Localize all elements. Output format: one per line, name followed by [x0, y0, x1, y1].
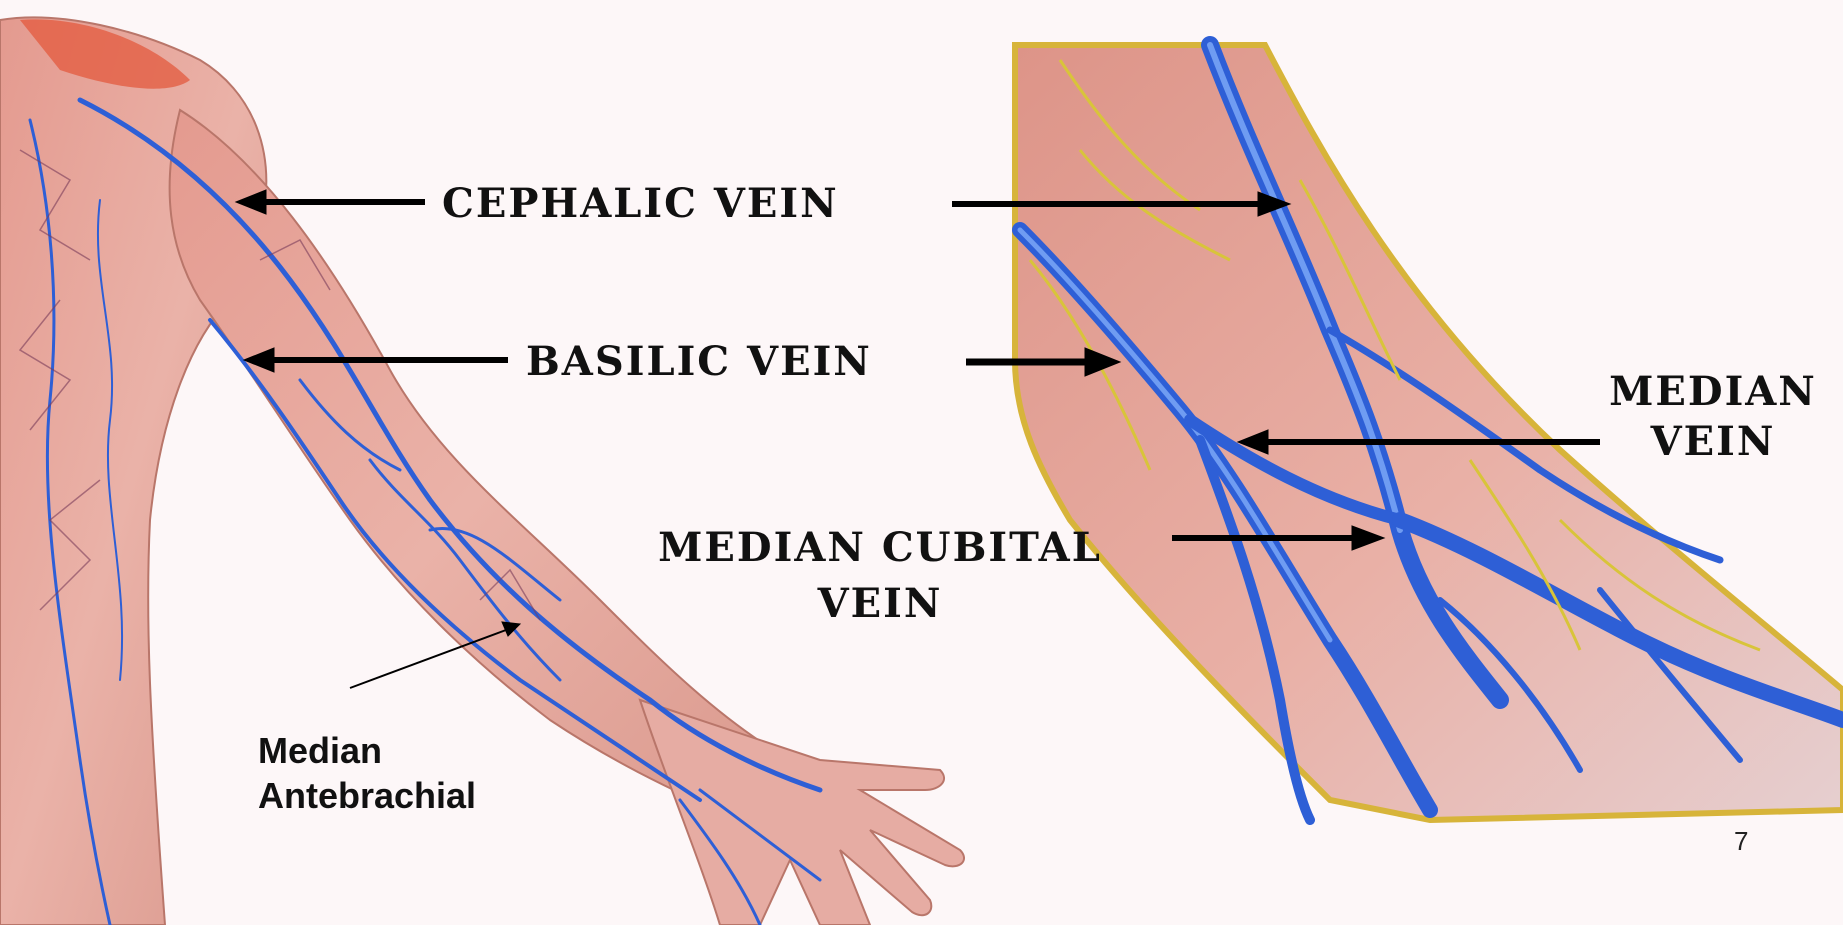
median-cubital-label-line2: VEIN	[600, 584, 1160, 624]
cephalic-vein-label: CEPHALIC VEIN	[442, 184, 839, 224]
full-arm-illustration	[0, 17, 964, 925]
page-number: 7	[1734, 826, 1748, 857]
antebrachial-label-line1: Median	[258, 728, 476, 773]
median-cubital-label-line1: MEDIAN CUBITAL	[600, 528, 1160, 568]
antebrachial-label-line2: Antebrachial	[258, 773, 476, 818]
median-cubital-vein-label: MEDIAN CUBITAL VEIN	[600, 528, 1160, 624]
median-antebrachial-label: Median Antebrachial	[258, 728, 476, 818]
median-vein-label-line1: MEDIAN	[1583, 372, 1843, 412]
basilic-vein-label: BASILIC VEIN	[526, 342, 872, 382]
median-vein-label: MEDIAN VEIN	[1583, 372, 1843, 462]
median-vein-label-line2: VEIN	[1583, 422, 1843, 462]
